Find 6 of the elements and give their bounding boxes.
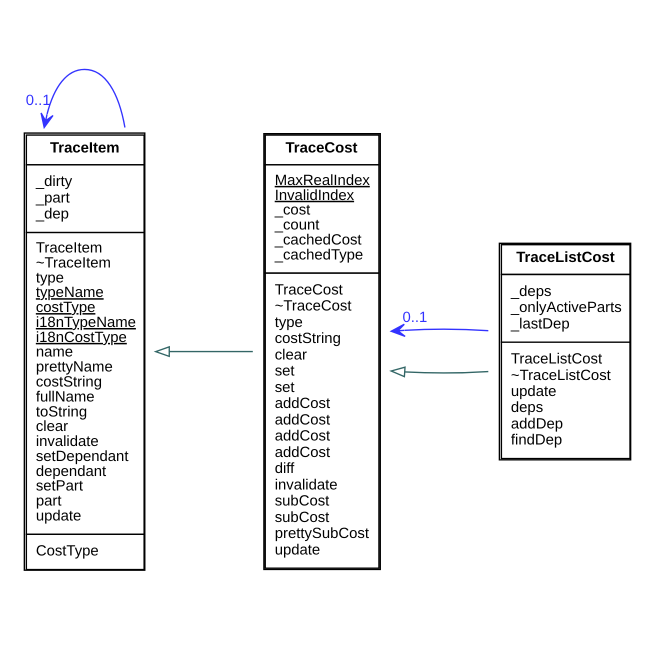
edge-label: 0..1 bbox=[402, 310, 428, 326]
arrow bbox=[390, 324, 488, 338]
arrow bbox=[154, 346, 253, 358]
edge-label: 0..1 bbox=[26, 92, 51, 109]
arrow bbox=[40, 68, 126, 128]
arrow bbox=[389, 366, 488, 378]
